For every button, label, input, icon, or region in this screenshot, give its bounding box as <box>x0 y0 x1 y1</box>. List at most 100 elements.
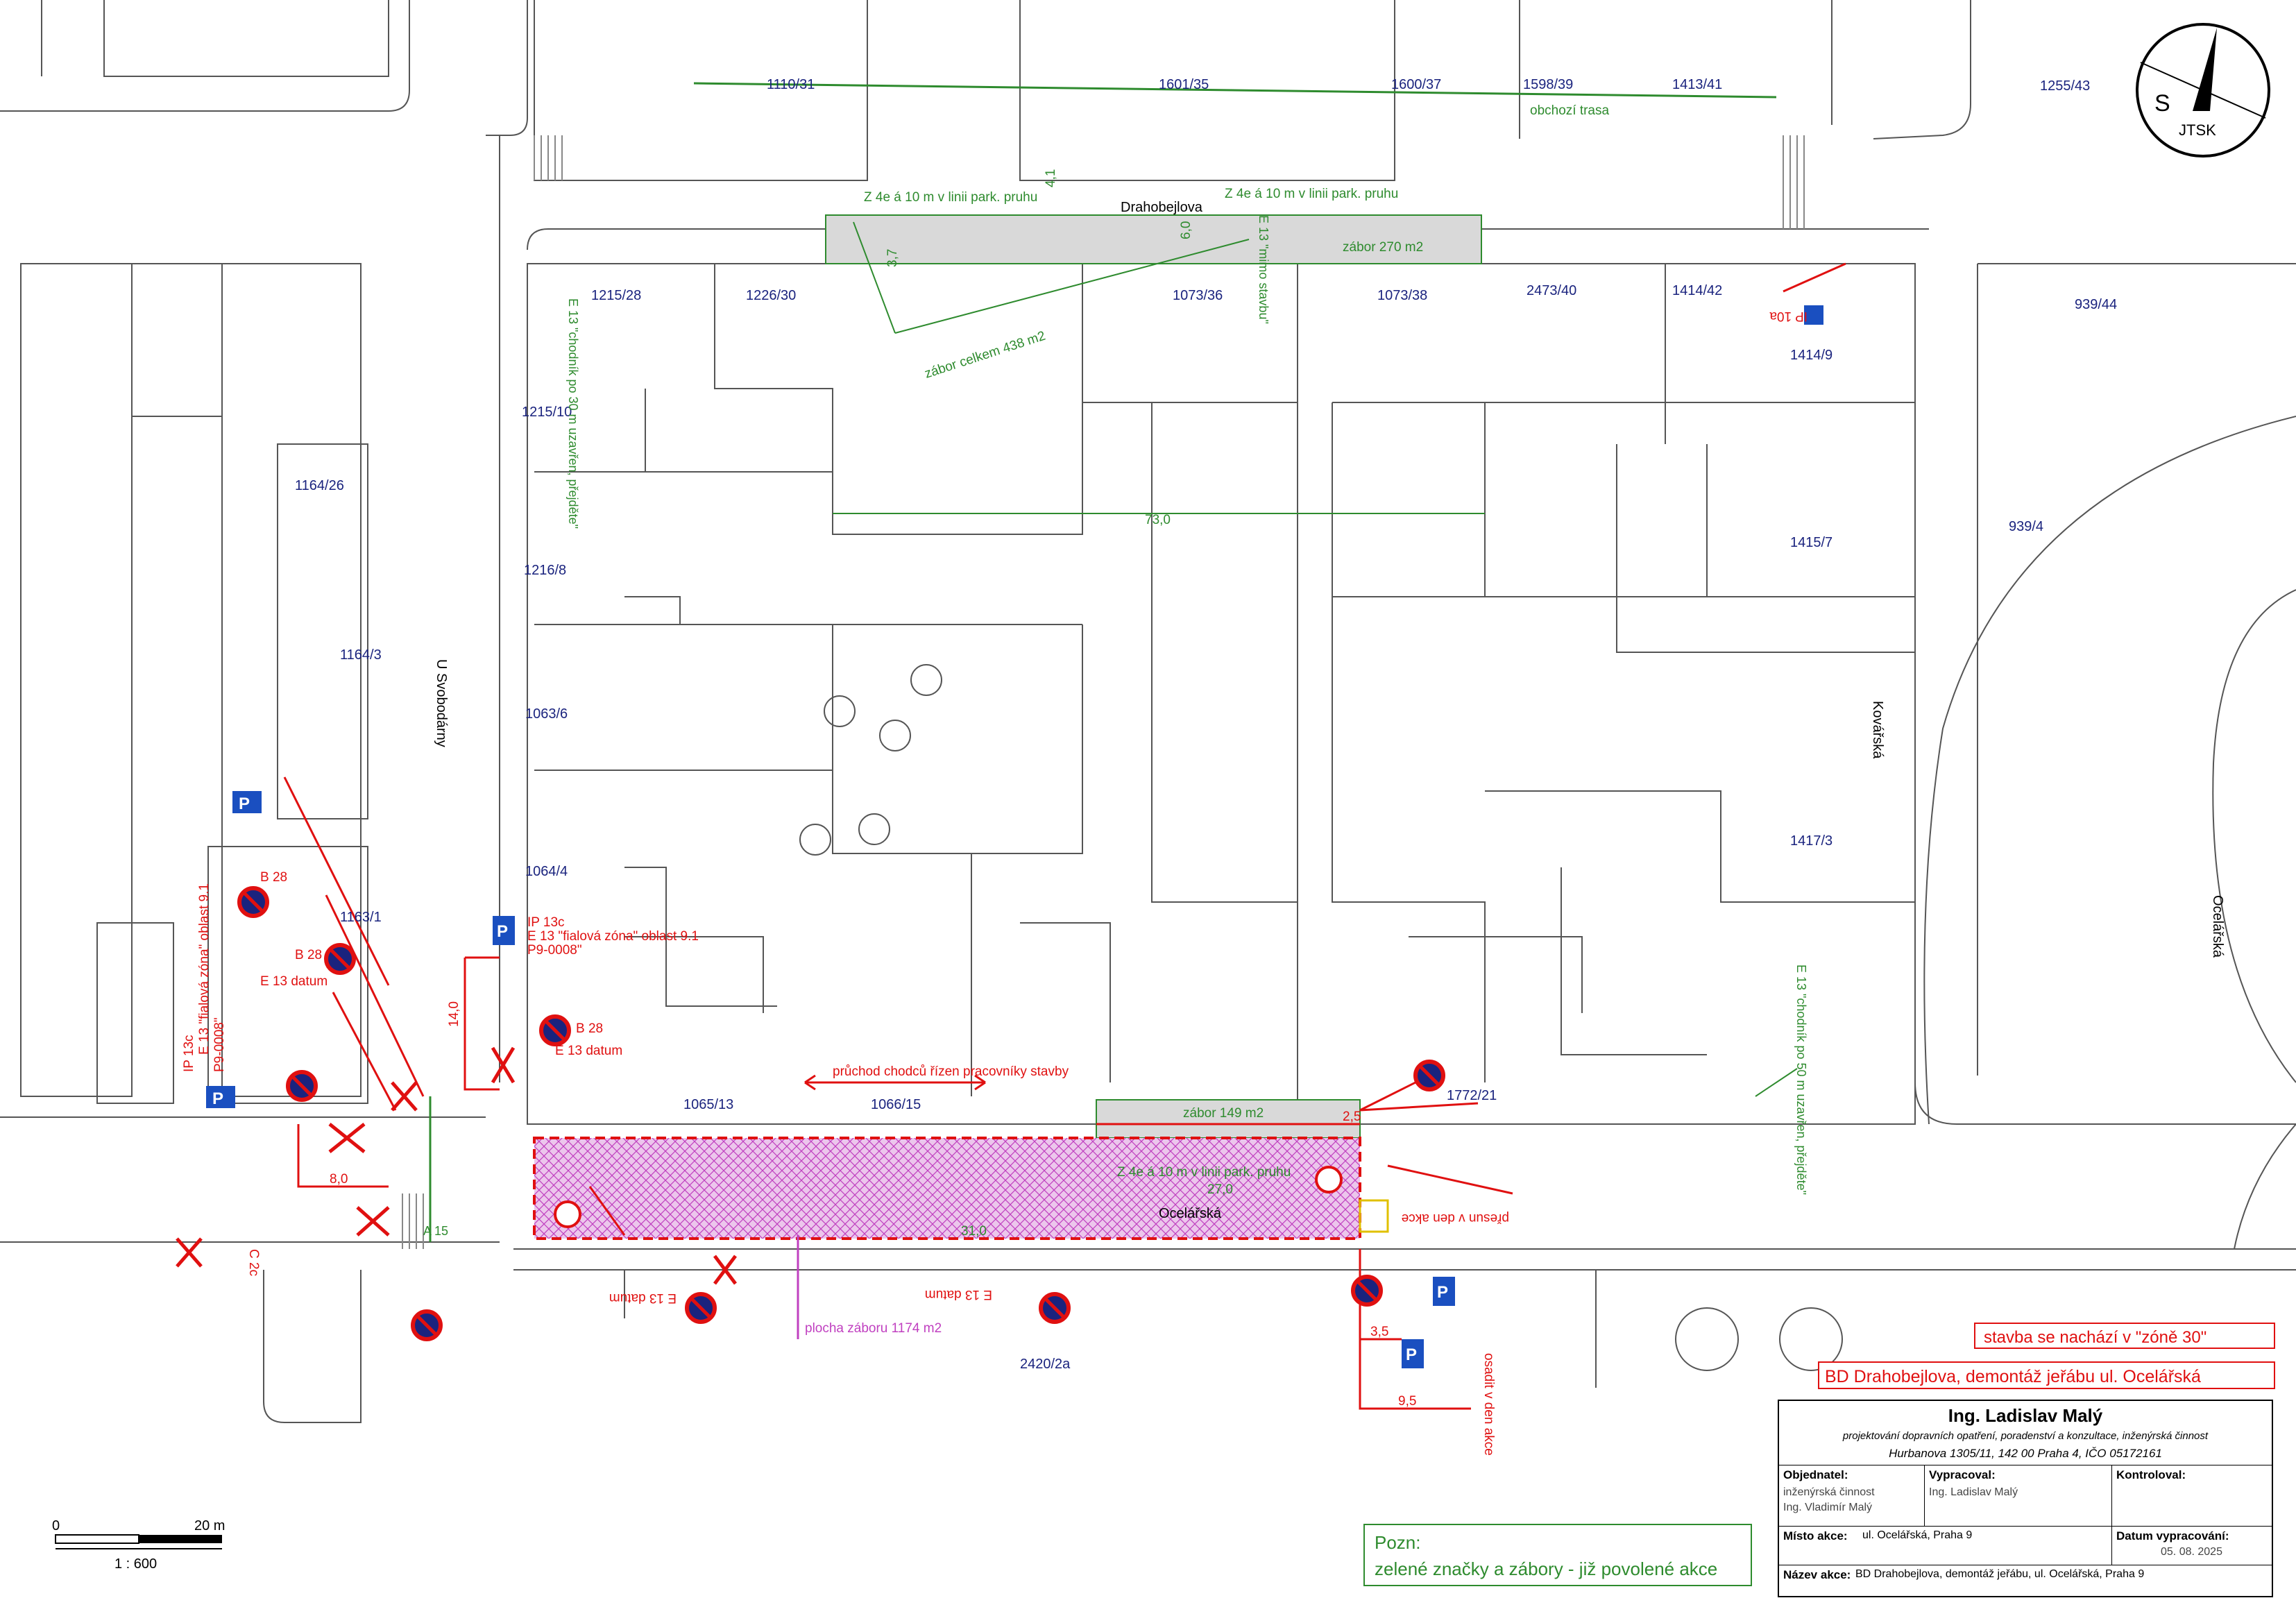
sign-label: E 13 "chodník po 30 m uzavřen, přejděte" <box>566 298 580 529</box>
sign-label: E 13 "fialová zóna" oblast 9.1 <box>197 883 212 1055</box>
datum-value: 05. 08. 2025 <box>2161 1546 2222 1558</box>
parcel-label: 1601/35 <box>1159 77 1209 92</box>
parcel-label: 1216/8 <box>524 563 566 578</box>
plocha-zaboru-label: plocha záboru 1174 m2 <box>805 1321 942 1336</box>
zabor-label: zábor celkem 438 m2 <box>923 329 1047 382</box>
parking-ip13c-sign: P P P P P <box>206 305 1823 1368</box>
sign-label: E 13 datum <box>925 1287 992 1302</box>
parcel-label: 1073/36 <box>1173 288 1223 303</box>
dimension-label: 27,0 <box>1207 1182 1233 1197</box>
dimension-label: 14,0 <box>447 1001 461 1027</box>
parcel-label: 1417/3 <box>1790 833 1832 849</box>
b28-sign <box>411 1309 443 1341</box>
scale-zero: 0 <box>52 1518 60 1533</box>
parcel-label: 1065/13 <box>683 1097 733 1112</box>
obchozi-trasa-label: obchozí trasa <box>1530 103 1609 118</box>
zabor-label: zábor 149 m2 <box>1183 1106 1264 1121</box>
pozn-note: Pozn: zelené značky a zábory - již povol… <box>1363 1524 1752 1586</box>
parcel-label: 1215/28 <box>591 288 641 303</box>
b28-sign <box>1351 1275 1383 1307</box>
b28-sign <box>1039 1292 1071 1324</box>
parcel-label: 1164/3 <box>340 647 382 663</box>
sign-label: E 13 datum <box>609 1291 677 1305</box>
dimension-label: 6,0 <box>1179 221 1193 239</box>
parcel-label: 1255/43 <box>2040 78 2090 94</box>
existing-zabor-areas <box>429 82 1798 1242</box>
zone30-note: stavba se nachází v "zóně 30" <box>1974 1323 2275 1349</box>
svg-text:P: P <box>212 1089 223 1108</box>
objednatel-label: Objednatel: <box>1783 1468 1848 1481</box>
pozn-text: zelené značky a zábory - již povolené ak… <box>1375 1558 1718 1579</box>
project-title-text: BD Drahobejlova, demontáž jeřábu ul. Oce… <box>1825 1367 2201 1386</box>
b28-sign <box>324 943 356 975</box>
north-jtsk-label: JTSK <box>2179 121 2216 139</box>
sign-label: IP 13c <box>527 915 565 930</box>
datum-label: Datum vypracování: <box>2116 1529 2229 1543</box>
nazev-value: BD Drahobejlova, demontáž jeřábu, ul. Oc… <box>1855 1568 2145 1580</box>
vypracoval-label: Vypracoval: <box>1929 1468 1996 1481</box>
svg-text:P: P <box>239 794 250 813</box>
objednatel-line1: inženýrská činnost <box>1783 1486 1875 1498</box>
parcel-label: 1163/1 <box>340 910 382 925</box>
sign-label: B 28 <box>260 870 287 885</box>
parcel-label: 1598/39 <box>1523 77 1573 92</box>
note-label: přesun v den akce <box>1402 1211 1509 1225</box>
scale-ratio: 1 : 600 <box>114 1556 157 1572</box>
scale-bar <box>55 1534 222 1549</box>
street-name: Drahobejlova <box>1121 200 1203 215</box>
street-name: Kovářská <box>1870 701 1885 759</box>
north-arrow <box>2136 23 2270 158</box>
note-label: osadit v den akce <box>1481 1353 1496 1456</box>
sign-label: E 13 datum <box>260 974 328 989</box>
scale-twenty: 20 m <box>194 1518 225 1533</box>
nazev-label: Název akce: <box>1783 1568 1851 1581</box>
dimension-label: 31,0 <box>961 1224 987 1239</box>
sign-label: P9-0008" <box>527 943 582 958</box>
misto-value: ul. Ocelářská, Praha 9 <box>1862 1529 1973 1541</box>
pozn-label: Pozn: <box>1375 1532 1421 1553</box>
parcel-label: 2473/40 <box>1527 283 1576 298</box>
b28-sign <box>539 1014 571 1046</box>
zabor-label: Z 4e á 10 m v linii park. pruhu <box>1117 1165 1291 1180</box>
parcel-label: 1415/7 <box>1790 535 1832 550</box>
parcel-label: 1066/15 <box>871 1097 921 1112</box>
svg-text:P: P <box>1406 1345 1417 1364</box>
parcel-label: 1226/30 <box>746 288 796 303</box>
dimension-label: 73,0 <box>1145 513 1171 527</box>
parcel-label: 1414/42 <box>1672 283 1722 298</box>
b28-sign <box>1413 1060 1445 1091</box>
parcel-label: 1064/4 <box>525 864 568 879</box>
red-lines <box>283 262 1846 1410</box>
dimension-label: 2,5 <box>1343 1110 1361 1124</box>
svg-text:P: P <box>497 922 508 941</box>
b28-sign <box>685 1292 717 1324</box>
street-name: Ocelářská <box>2210 895 2225 958</box>
dimension-label: 3,5 <box>1370 1325 1388 1339</box>
b28-sign <box>237 886 269 918</box>
kontroloval-label: Kontroloval: <box>2116 1468 2186 1481</box>
parcel-label: 1215/10 <box>522 405 572 420</box>
sign-label: B 28 <box>576 1021 603 1036</box>
zabor-south-area <box>1096 1099 1361 1139</box>
zabor-label: Z 4e á 10 m v linii park. pruhu <box>1225 187 1398 201</box>
parcel-label: 1600/37 <box>1391 77 1441 92</box>
zabor-north-area <box>825 214 1482 264</box>
parcel-label: 1414/9 <box>1790 348 1832 363</box>
dimension-label: 9,5 <box>1398 1394 1416 1409</box>
new-zabor-area <box>533 1137 1361 1240</box>
parcel-label: 1073/38 <box>1377 288 1427 303</box>
street-name: Ocelářská <box>1159 1206 1222 1221</box>
zone30-text: stavba se nachází v "zóně 30" <box>1984 1328 2207 1347</box>
sign-label: P9-0008" <box>212 1017 227 1072</box>
dimension-label: 4,1 <box>1044 169 1058 187</box>
parcel-label: 939/4 <box>2009 519 2043 534</box>
vypracoval-value: Ing. Ladislav Malý <box>1929 1486 2018 1498</box>
parcel-label: 1772/21 <box>1447 1088 1497 1103</box>
sign-label: E 13 "fialová zóna" oblast 9.1 <box>527 929 699 944</box>
north-label: S <box>2154 90 2170 117</box>
zabor-label: zábor 270 m2 <box>1343 240 1423 255</box>
b28-sign <box>286 1070 318 1102</box>
street-name: U Svobodárny <box>434 659 449 747</box>
sign-label: B 28 <box>295 948 322 962</box>
